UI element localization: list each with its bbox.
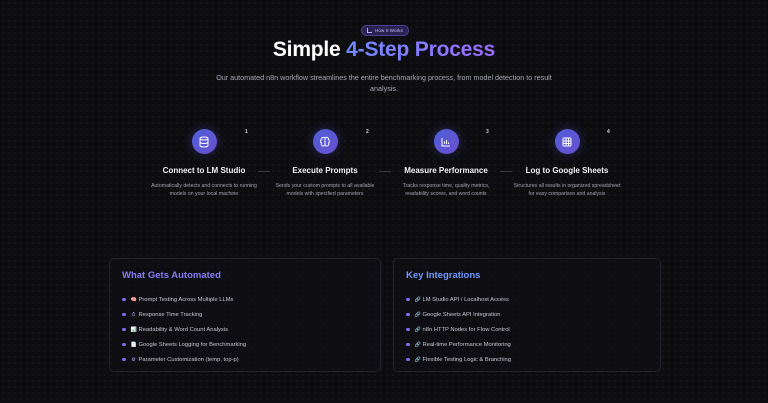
list-item-label: Google Sheets Logging for Benchmarking	[138, 341, 247, 348]
chart-icon	[367, 28, 373, 33]
step-number: 3	[486, 129, 489, 135]
step-title: Log to Google Sheets	[525, 166, 609, 175]
list-item-label: Readability & Word Count Analysis	[138, 326, 228, 333]
link-icon: 🔗	[414, 341, 421, 348]
step-title: Execute Prompts	[292, 166, 358, 175]
bullet-icon	[406, 342, 410, 347]
bullet-icon	[406, 312, 410, 317]
step-description: Automatically detects and connects to ru…	[151, 183, 257, 198]
page-title: Simple 4-Step Process	[0, 38, 768, 62]
link-icon: 🔗	[414, 356, 421, 363]
title-accent: 4-Step Process	[346, 38, 496, 61]
link-icon: 🔗	[414, 311, 421, 318]
chart-emoji-icon: 📊	[130, 326, 137, 333]
automated-card: What Gets Automated 🧠Prompt Testing Acro…	[109, 258, 381, 372]
list-item-label: Real-time Performance Monitoring	[422, 341, 511, 348]
bullet-icon	[122, 357, 126, 362]
bullet-icon	[122, 297, 126, 302]
document-icon: 📄	[130, 341, 137, 348]
step-title: Measure Performance	[404, 166, 488, 175]
list-item-label: Prompt Testing Across Multiple LLMs	[138, 296, 234, 303]
list-item: ⏱Response Time Tracking	[122, 307, 246, 322]
bullet-icon	[406, 327, 410, 332]
step-2: 2 Execute Prompts Sends your custom prom…	[265, 129, 385, 199]
list-item: 🔗Flexible Testing Logic & Branching	[406, 352, 511, 367]
step-connector	[379, 171, 391, 172]
list-item: 🧠Prompt Testing Across Multiple LLMs	[122, 292, 246, 307]
bullet-icon	[406, 297, 410, 302]
step-description: Tracks response time, quality metrics, r…	[402, 183, 490, 198]
stopwatch-icon: ⏱	[131, 311, 136, 318]
brain-icon	[312, 129, 338, 154]
link-icon: 🔗	[414, 326, 421, 333]
link-icon: 🔗	[414, 296, 421, 303]
bullet-icon	[122, 312, 126, 317]
list-item: 🔗n8n HTTP Nodes for Flow Control	[406, 322, 511, 337]
automated-list: 🧠Prompt Testing Across Multiple LLMs ⏱Re…	[122, 292, 246, 367]
list-item-label: n8n HTTP Nodes for Flow Control	[422, 326, 510, 333]
brain-emoji-icon: 🧠	[130, 296, 137, 303]
step-description: Structures all results in organized spre…	[513, 183, 621, 198]
step-4: 4 Log to Google Sheets Structures all re…	[507, 129, 627, 199]
database-icon	[191, 129, 217, 154]
step-1: 1 Connect to LM Studio Automatically det…	[144, 129, 264, 199]
step-3: 3 Measure Performance Tracks response ti…	[386, 129, 506, 199]
title-prefix: Simple	[272, 38, 347, 61]
bullet-icon	[122, 342, 126, 347]
integrations-card: Key Integrations 🔗LM Studio API / Localh…	[393, 258, 661, 372]
bar-chart-icon	[433, 129, 459, 154]
list-item-label: Flexible Testing Logic & Branching	[422, 356, 512, 363]
step-description: Sends your custom prompts to all availab…	[275, 183, 375, 198]
step-connector	[258, 171, 270, 172]
list-item-label: LM Studio API / Localhost Access	[422, 296, 509, 303]
step-title: Connect to LM Studio	[162, 166, 246, 175]
list-item: 🔗Real-time Performance Monitoring	[406, 337, 511, 352]
list-item-label: Response Time Tracking	[138, 311, 203, 318]
page-subtitle: Our automated n8n workflow streamlines t…	[216, 73, 552, 93]
list-item: 🔗Google Sheets API Integration	[406, 307, 511, 322]
integrations-list: 🔗LM Studio API / Localhost Access 🔗Googl…	[406, 292, 511, 367]
step-number: 1	[245, 129, 248, 135]
list-item: 📄Google Sheets Logging for Benchmarking	[122, 337, 246, 352]
bullet-icon	[406, 357, 410, 362]
bullet-icon	[122, 327, 126, 332]
list-item: 🔗LM Studio API / Localhost Access	[406, 292, 511, 307]
list-item-label: Parameter Customization (temp, top-p)	[138, 356, 239, 363]
step-number: 2	[366, 129, 369, 135]
spreadsheet-icon	[554, 129, 580, 154]
automated-title: What Gets Automated	[122, 270, 221, 281]
integrations-title: Key Integrations	[406, 270, 481, 281]
list-item: 📊Readability & Word Count Analysis	[122, 322, 246, 337]
step-connector	[500, 171, 512, 172]
how-it-works-badge: How It Works	[361, 25, 409, 36]
list-item-label: Google Sheets API Integration	[422, 311, 501, 318]
step-number: 4	[607, 129, 610, 135]
badge-label: How It Works	[375, 28, 403, 33]
gear-icon: ⚙	[131, 356, 136, 363]
list-item: ⚙Parameter Customization (temp, top-p)	[122, 352, 246, 367]
